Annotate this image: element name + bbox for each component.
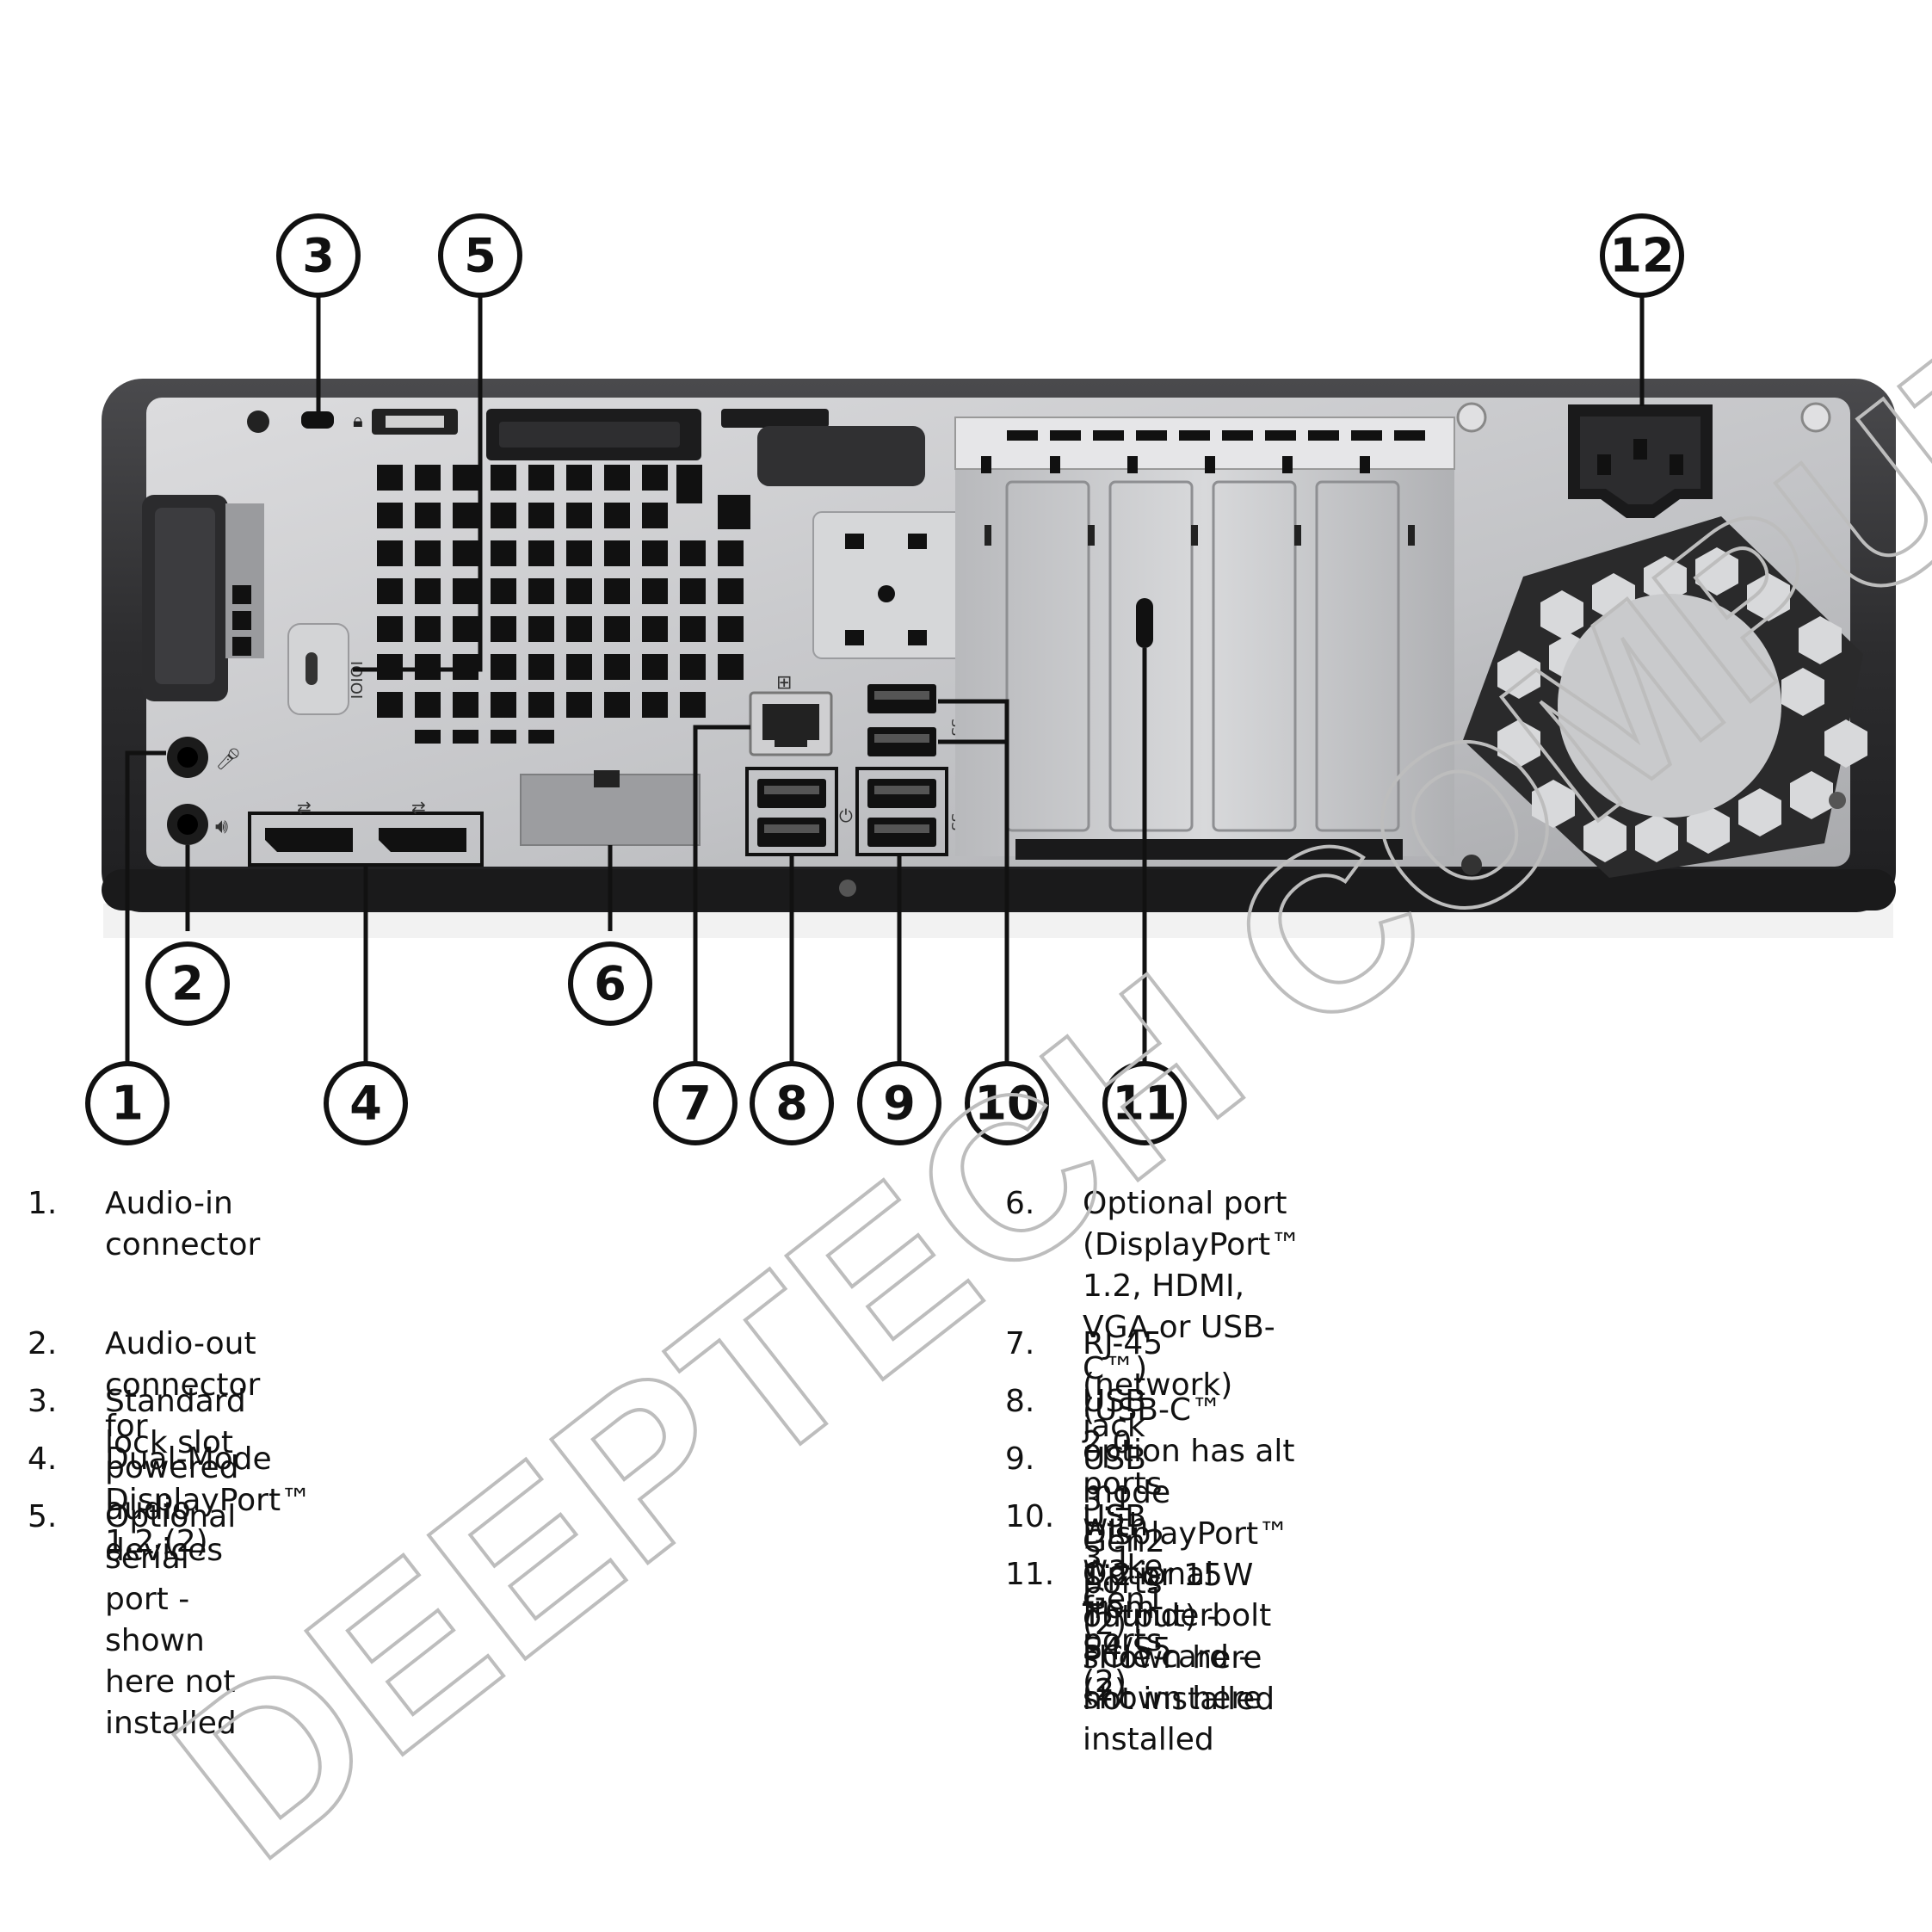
legend-number: 5.	[28, 1497, 105, 1538]
legend-number: 7.	[1005, 1324, 1083, 1365]
legend-right: 6. Optional port (DisplayPort™ 1.2, HDMI…	[1005, 0, 1926, 1932]
legend-text: Optional Thunderbolt PCIe card - shown h…	[1083, 1554, 1271, 1761]
legend-text: Audio-in connector	[105, 1183, 260, 1266]
legend-number: 11.	[1005, 1554, 1083, 1596]
legend-number: 2.	[28, 1324, 105, 1365]
legend-left: 1. Audio-in connector 2. Audio-out conne…	[28, 0, 974, 1932]
legend-number: 1.	[28, 1183, 105, 1225]
legend-number: 3.	[28, 1381, 105, 1423]
legend-number: 10.	[1005, 1497, 1083, 1538]
legend-number: 6.	[1005, 1183, 1083, 1225]
legend-number: 4.	[28, 1439, 105, 1480]
legend-number: 9.	[1005, 1439, 1083, 1480]
legend-number: 8.	[1005, 1381, 1083, 1423]
legend-text: Optional serial port - shown here not in…	[105, 1497, 237, 1744]
